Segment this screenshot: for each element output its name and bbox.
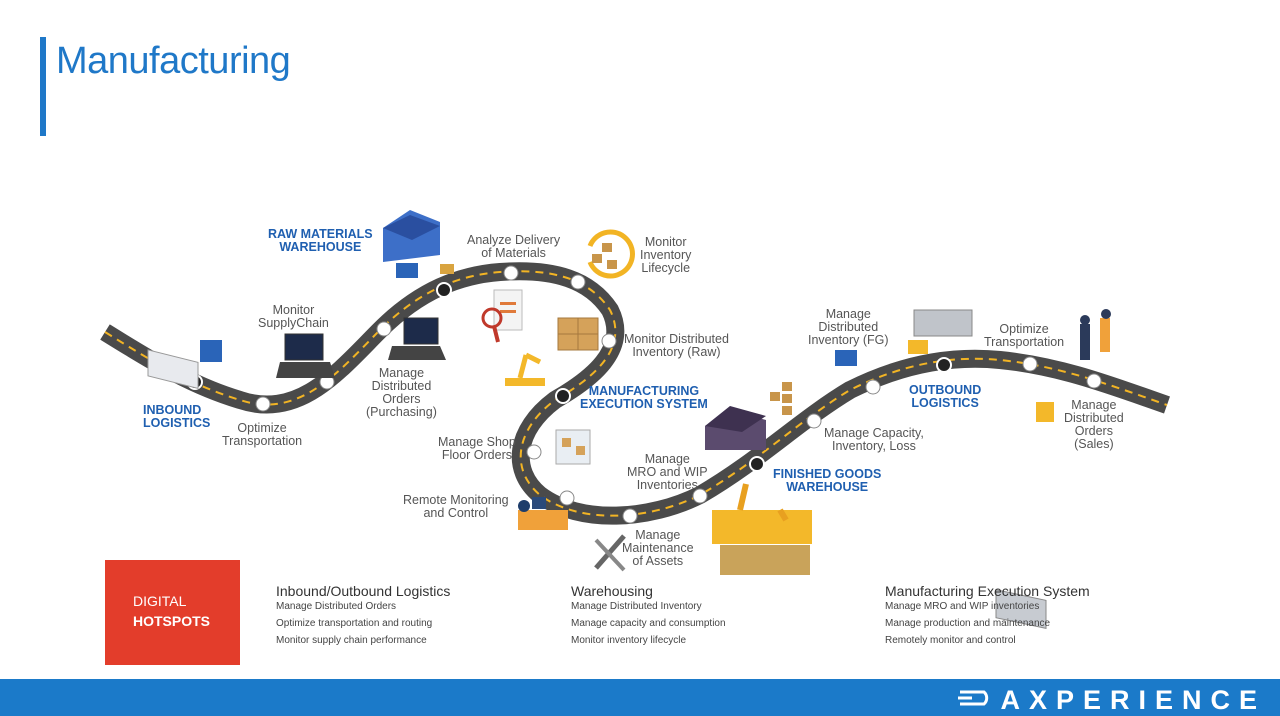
panel-warehousing: Warehousing Manage Distributed Inventory… <box>571 560 831 668</box>
panel-logistics: Inbound/Outbound Logistics Manage Distri… <box>276 560 536 668</box>
robot-arm-icon <box>505 352 545 386</box>
truck-inbound-icon <box>147 340 222 389</box>
milestone <box>1086 373 1102 389</box>
stacked-boxes-icon <box>770 382 792 415</box>
laptop-icon <box>388 317 446 360</box>
milestone <box>1022 356 1038 372</box>
milestone <box>570 274 586 290</box>
panel-item: Optimize transportation and routing <box>276 618 433 629</box>
panel-item: Manage production and maintenance <box>885 618 1051 629</box>
hotspots-line1: DIGITAL <box>133 593 187 609</box>
milestone-dark <box>555 388 571 404</box>
milestone <box>559 490 575 506</box>
truck-forklift-icon <box>908 309 973 354</box>
milestone-dark <box>436 282 452 298</box>
milestone <box>622 508 638 524</box>
digital-hotspots-box: DIGITAL HOTSPOTS <box>105 560 240 665</box>
milestone <box>503 265 519 281</box>
milestone <box>601 333 617 349</box>
laptop-icon <box>276 333 335 378</box>
operator-desk-icon <box>518 497 568 530</box>
title-accent-bar <box>40 37 46 136</box>
panel-heading: Warehousing <box>571 583 653 599</box>
milestone <box>376 321 392 337</box>
warehouse-building-icon <box>383 210 454 278</box>
brand-logo-icon <box>958 690 989 706</box>
milestone <box>255 396 271 412</box>
factory-building-icon <box>705 406 766 450</box>
panel-item: Manage Distributed Orders <box>276 601 397 612</box>
footer-bar: AXPERIENCE <box>0 679 1280 716</box>
panel-item: Monitor inventory lifecycle <box>571 635 687 646</box>
report-magnifier-icon <box>481 289 523 343</box>
page-title: Manufacturing <box>56 40 291 82</box>
milestone <box>865 379 881 395</box>
panel-item: Manage MRO and WIP inventories <box>885 601 1040 612</box>
panel-item: Monitor supply chain performance <box>276 635 427 646</box>
handshake-people-icon <box>1080 309 1111 360</box>
milestone-dark <box>749 456 765 472</box>
milestone <box>806 413 822 429</box>
panel-mes: Manufacturing Execution System Manage MR… <box>885 560 1185 668</box>
panel-item: Manage capacity and consumption <box>571 618 726 629</box>
boxes-cycle-icon <box>587 229 635 279</box>
panel-heading: Manufacturing Execution System <box>885 583 1090 599</box>
panel-item: Manage Distributed Inventory <box>571 601 702 612</box>
wrench-tools-icon <box>594 534 626 572</box>
worker-shelf-icon <box>555 429 591 465</box>
milestone <box>692 488 708 504</box>
hotspots-line2: HOTSPOTS <box>133 613 211 629</box>
panel-item: Remotely monitor and control <box>885 635 1016 646</box>
panel-heading: Inbound/Outbound Logistics <box>276 583 451 599</box>
assembly-line-icon <box>712 483 812 575</box>
brand-wordmark: AXPERIENCE <box>1000 685 1266 715</box>
milestone <box>526 444 542 460</box>
manage-capacity-label: Manage Capacity,Inventory, Loss <box>824 426 924 453</box>
road-milestones <box>187 265 1102 524</box>
milestone-dark <box>936 357 952 373</box>
blue-parts-icon <box>835 350 857 366</box>
pallet-boxes-icon <box>557 317 599 351</box>
truck-outbound-icon <box>995 402 1054 629</box>
